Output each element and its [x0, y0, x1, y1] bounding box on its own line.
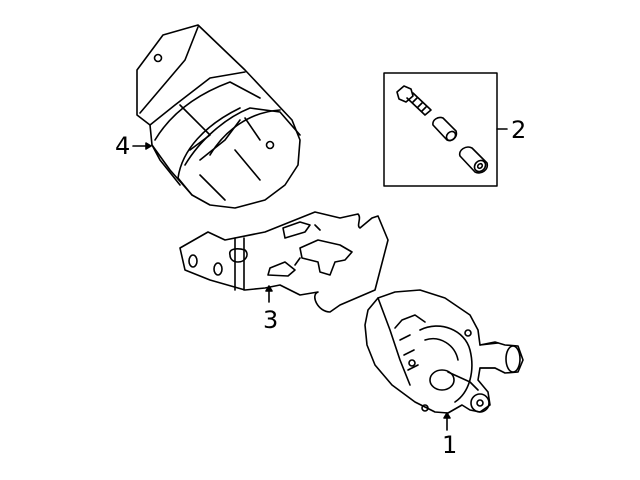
part-3-mounting-bracket — [179, 211, 389, 313]
callout-3-arrow — [265, 285, 273, 303]
callout-label-1: 1 — [442, 431, 458, 459]
part-2-fastener-kit — [383, 72, 508, 187]
callout-label-3: 3 — [263, 306, 279, 334]
callout-label-4: 4 — [115, 132, 131, 160]
callout-label-2: 2 — [511, 116, 527, 144]
part-1-water-pump — [364, 289, 524, 414]
callout-4-arrow — [132, 142, 152, 150]
callout-1-arrow — [443, 412, 451, 431]
part-4-insulator-cover — [136, 24, 301, 209]
